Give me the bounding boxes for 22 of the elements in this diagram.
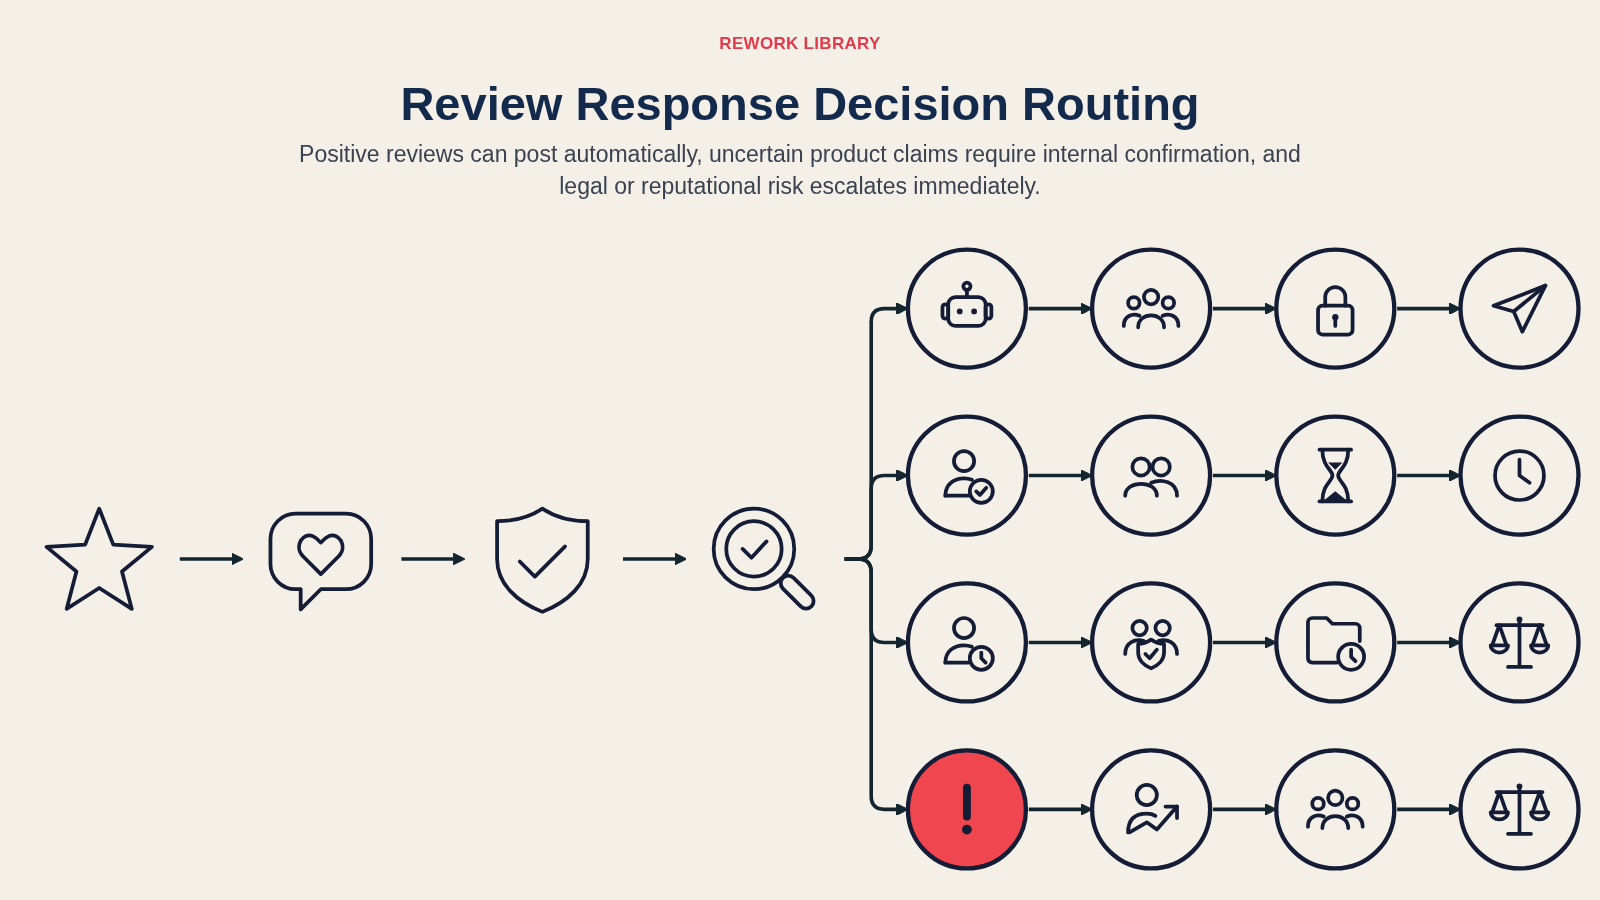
node-circle	[1458, 414, 1581, 537]
subtitle-text: Positive reviews can post automatically, uncertain product claims require internal confirmation, and legal or reputational risk escalates immediately.	[298, 140, 1302, 201]
node-circle	[1274, 414, 1397, 537]
node-circle	[1089, 748, 1213, 871]
diagram-title: Review Response Decision Routing	[400, 76, 1200, 132]
node-circle	[1458, 581, 1581, 704]
arrow	[401, 552, 466, 566]
arrow	[623, 552, 687, 566]
node-circle	[1274, 247, 1397, 370]
node-circle	[905, 581, 1029, 704]
node-circle	[1458, 748, 1581, 871]
node-circle	[1089, 414, 1213, 537]
eyebrow-label: REWORK LIBRARY	[719, 34, 881, 54]
node-circle	[1089, 581, 1213, 704]
node-circle	[1274, 748, 1397, 871]
node-circle	[1089, 247, 1213, 370]
node-circle	[905, 247, 1029, 370]
node-circle	[905, 748, 1029, 871]
node-circle	[1458, 247, 1581, 370]
node-circle	[1274, 581, 1397, 704]
arrow	[179, 552, 244, 566]
node-circle	[905, 414, 1029, 537]
